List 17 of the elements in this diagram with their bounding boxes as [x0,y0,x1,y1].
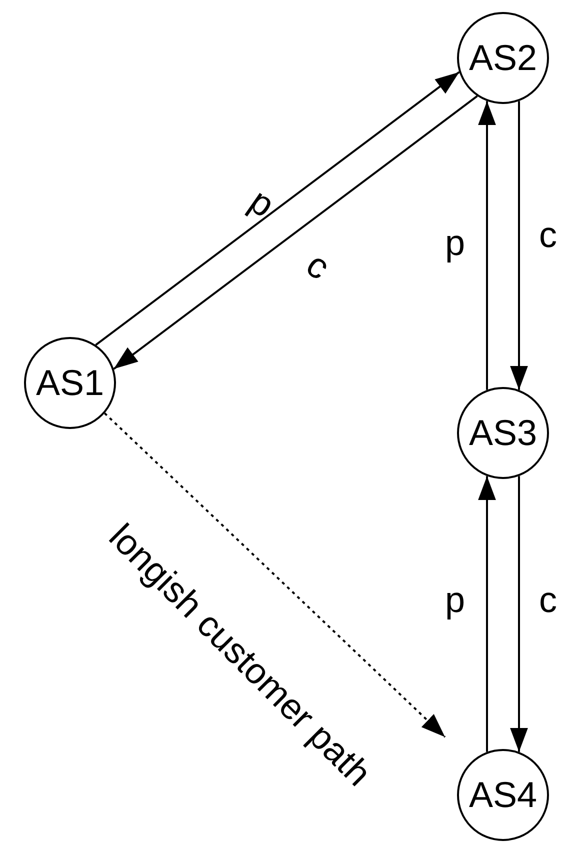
arrow [478,476,496,752]
edge-label: p [243,182,281,224]
edge-label: p [445,225,466,261]
edge-label: c [300,246,336,286]
node-label: AS3 [468,412,538,454]
edge-label: c [539,217,557,253]
arrow [95,71,460,346]
arrow [510,101,528,390]
dotted-arrow [104,412,446,738]
edge-label: p [445,582,466,618]
arrow [113,95,478,370]
arrow [478,101,496,390]
node-label: AS1 [36,362,104,404]
node-label: AS2 [468,37,538,79]
node-label: AS4 [468,774,538,816]
arrow [510,476,528,752]
edge-label: c [539,582,557,618]
